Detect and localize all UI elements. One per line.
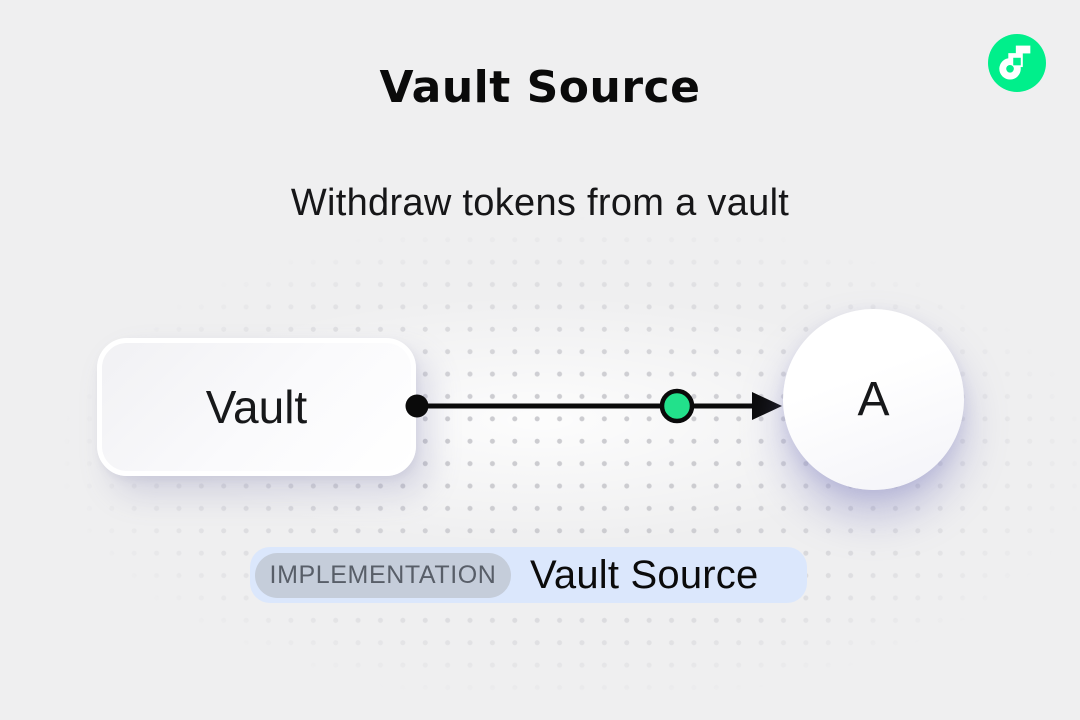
vault-node: Vault (97, 338, 416, 476)
account-node: A (783, 309, 964, 490)
implementation-badge: IMPLEMENTATION Vault Source (250, 547, 807, 603)
edge-start-dot (405, 394, 429, 418)
account-node-label: A (857, 373, 890, 426)
arrowhead-icon (752, 392, 782, 420)
implementation-tag: IMPLEMENTATION (255, 552, 511, 598)
page-subtitle: Withdraw tokens from a vault (290, 182, 790, 224)
vault-node-label: Vault (205, 381, 308, 433)
token-dot-icon (659, 388, 695, 424)
badge-label: Vault Source (530, 552, 759, 597)
page-title: Vault Source (379, 62, 701, 113)
edge-arrow (405, 388, 782, 424)
flow-logo-icon (988, 34, 1046, 92)
